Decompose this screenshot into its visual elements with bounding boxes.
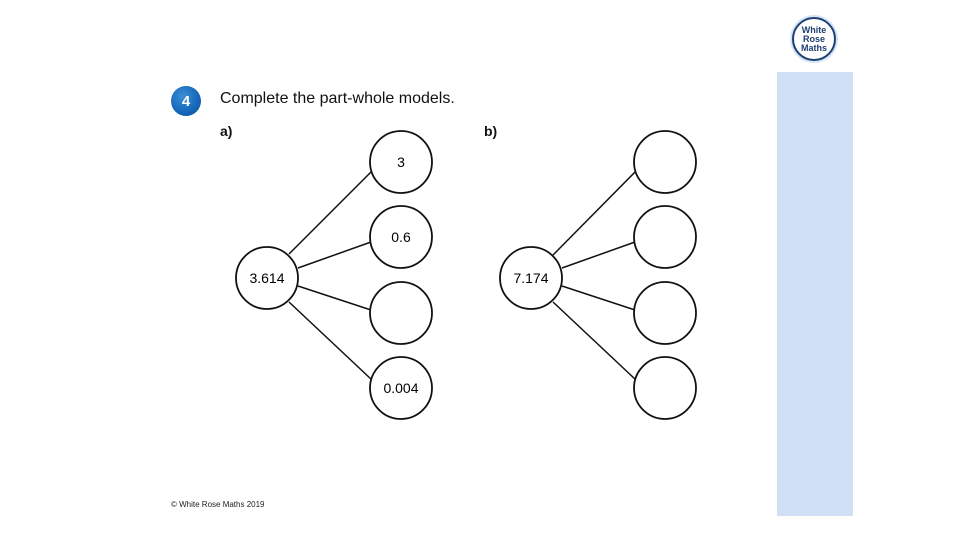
part-circle-blank (633, 356, 697, 420)
whole-circle: 3.614 (235, 246, 299, 310)
side-panel (777, 72, 853, 516)
connector-line (288, 301, 373, 381)
connector-line (561, 241, 636, 269)
connector-line (297, 285, 372, 311)
logo-line-3: Maths (800, 42, 827, 53)
logo-line-2: Rose (802, 33, 825, 44)
whole-value: 7.174 (513, 270, 548, 286)
whole-value: 3.614 (249, 270, 284, 286)
part-circle-blank (633, 281, 697, 345)
part-circle: 0.6 (369, 205, 433, 269)
question-number-badge: 4 (171, 86, 201, 116)
part-circle: 0.004 (369, 356, 433, 420)
connector-line (552, 301, 637, 381)
part-value: 0.004 (383, 380, 418, 396)
part-whole-model-a: 3.614 3 0.6 0.004 (235, 130, 433, 420)
question-text: Complete the part-whole models. (220, 90, 455, 107)
part-whole-model-b: 7.174 (499, 130, 697, 420)
part-value: 3 (397, 154, 405, 170)
part-circle-blank (633, 130, 697, 194)
copyright-footer: © White Rose Maths 2019 (171, 500, 265, 509)
part-circle-blank (633, 205, 697, 269)
connector-line (297, 241, 372, 269)
part-b-label: b) (484, 123, 498, 139)
logo-line-1: White (801, 24, 827, 35)
part-circle-blank (369, 281, 433, 345)
connector-line (561, 285, 636, 311)
connector-line (288, 170, 373, 255)
whole-circle: 7.174 (499, 246, 563, 310)
part-circle: 3 (369, 130, 433, 194)
connector-line (552, 170, 637, 256)
white-rose-maths-logo: White Rose Maths (792, 17, 836, 61)
part-a-label: a) (220, 123, 233, 139)
part-value: 0.6 (391, 229, 411, 245)
